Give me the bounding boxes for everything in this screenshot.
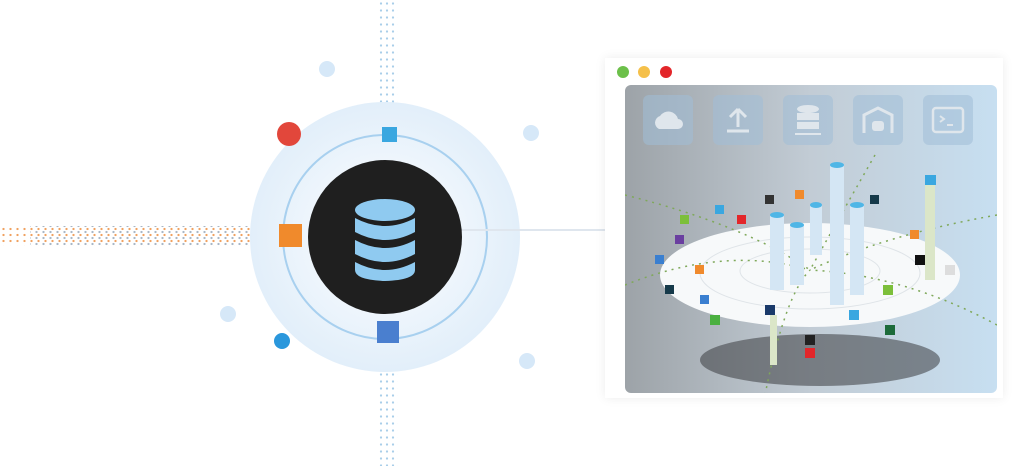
blue-square-node-bottom: [377, 321, 399, 343]
window-maximize-button[interactable]: [617, 66, 629, 78]
blue-square-node: [382, 127, 397, 142]
blue-dot-node: [274, 333, 290, 349]
visualization-panel: [625, 85, 997, 393]
platform-shadow: [700, 334, 940, 386]
terminal-icon[interactable]: [923, 95, 973, 145]
horizontal-dotted-line-gray: [30, 226, 282, 246]
app-window: [605, 58, 1003, 398]
database-server-icon[interactable]: [783, 95, 833, 145]
network-platform-visualization: [625, 154, 997, 393]
database-icon: [355, 199, 415, 281]
platform-disc: [660, 223, 960, 327]
warehouse-icon[interactable]: [853, 95, 903, 145]
decor-dot: [319, 61, 335, 77]
connector-line: [445, 229, 605, 231]
window-close-button[interactable]: [660, 66, 672, 78]
decor-dot: [519, 353, 535, 369]
window-minimize-button[interactable]: [638, 66, 650, 78]
cloud-icon[interactable]: [643, 95, 693, 145]
decor-dot: [523, 125, 539, 141]
decor-dot: [220, 306, 236, 322]
hub-core: [308, 160, 462, 314]
red-node: [277, 122, 301, 146]
orange-square-node: [279, 224, 302, 247]
upload-icon[interactable]: [713, 95, 763, 145]
